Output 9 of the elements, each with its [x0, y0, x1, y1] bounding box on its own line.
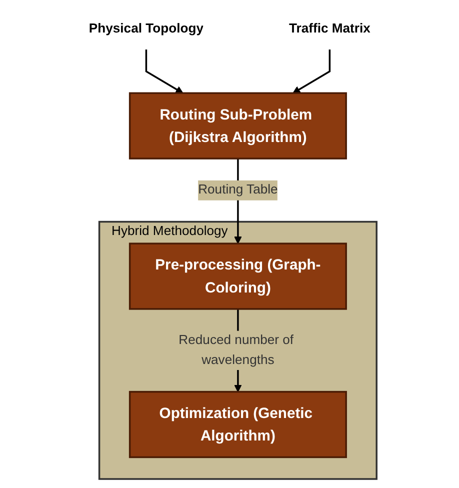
arrow	[145, 50, 184, 94]
node-text: Physical Topology	[88, 21, 204, 36]
edge-label: Routing Table	[198, 182, 278, 197]
edge-label: Reduced number of wavelengths	[178, 332, 294, 367]
node-box: Pre-processing (Graph-Coloring)	[128, 242, 347, 310]
node-box: Routing Sub-Problem (Dijkstra Algorithm)	[128, 92, 347, 160]
node-box: Optimization (Genetic Algorithm)	[128, 390, 347, 458]
node-text: Traffic Matrix	[288, 21, 370, 36]
arrow	[292, 50, 330, 94]
